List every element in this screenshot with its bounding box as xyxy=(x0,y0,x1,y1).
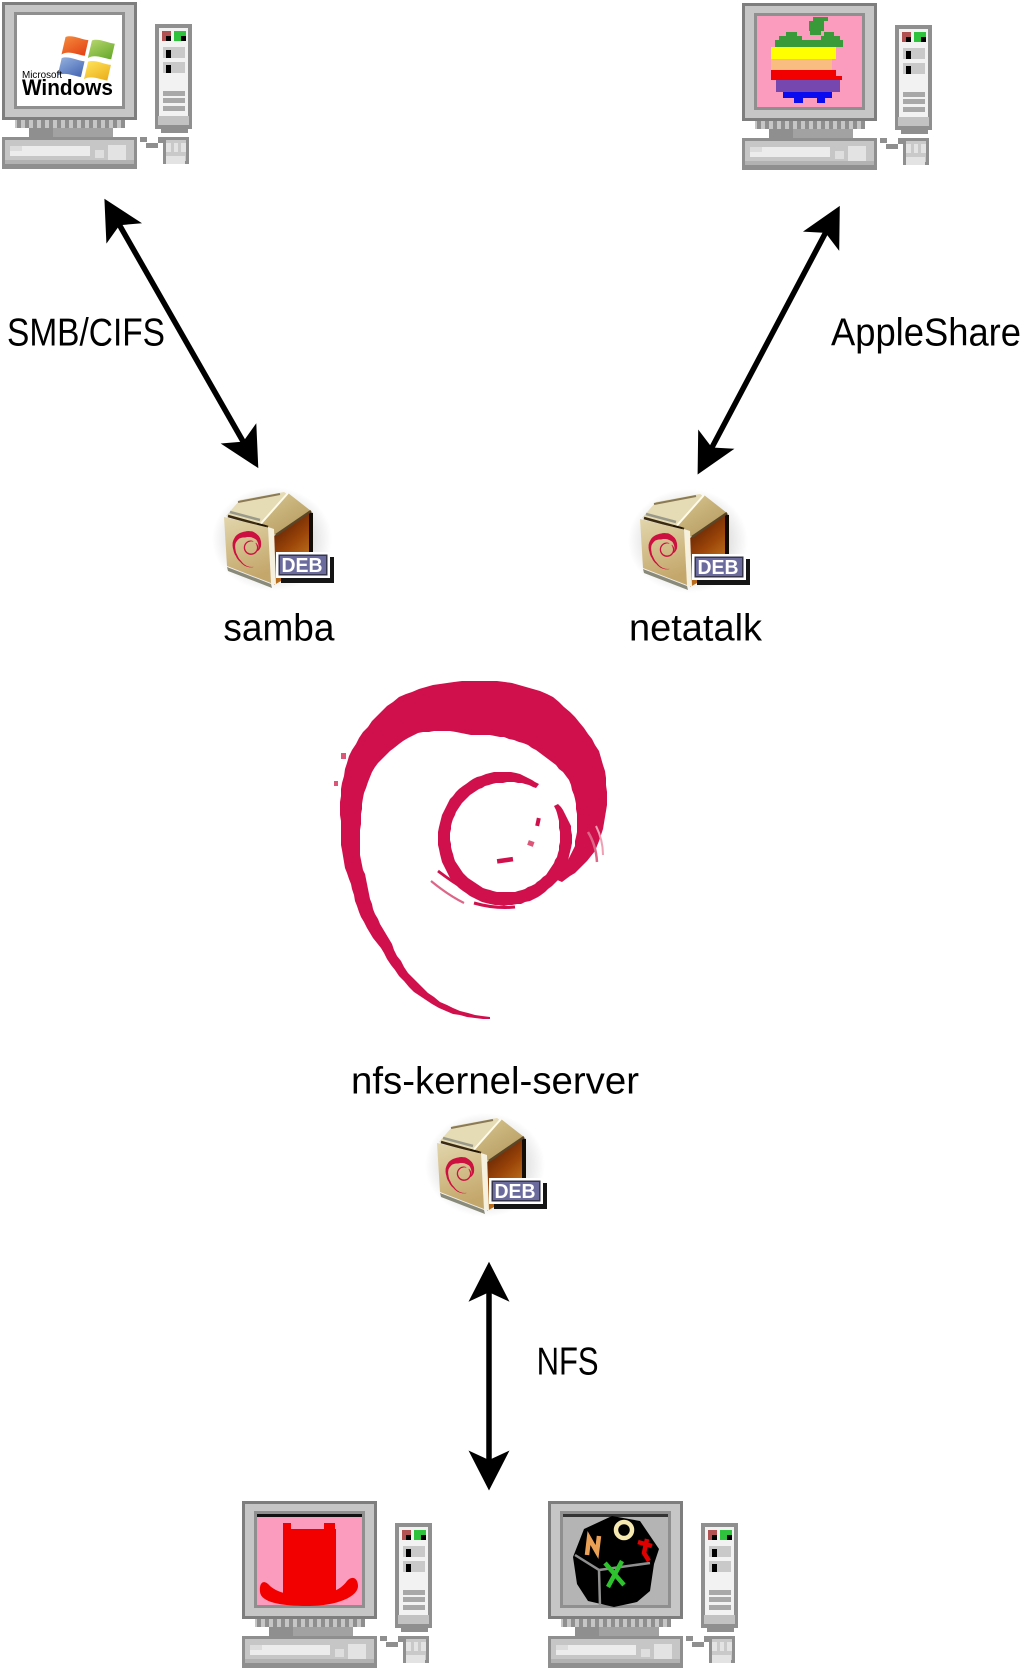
svg-text:netatalk: netatalk xyxy=(629,608,763,650)
svg-text:NFS: NFS xyxy=(537,1341,599,1384)
svg-text:SMB/CIFS: SMB/CIFS xyxy=(7,312,165,355)
svg-text:samba: samba xyxy=(223,608,335,650)
svg-text:nfs-kernel-server: nfs-kernel-server xyxy=(351,1061,639,1103)
svg-text:Windows: Windows xyxy=(22,75,113,100)
svg-text:AppleShare: AppleShare xyxy=(831,312,1021,355)
svg-text:Microsoft: Microsoft xyxy=(22,70,62,81)
